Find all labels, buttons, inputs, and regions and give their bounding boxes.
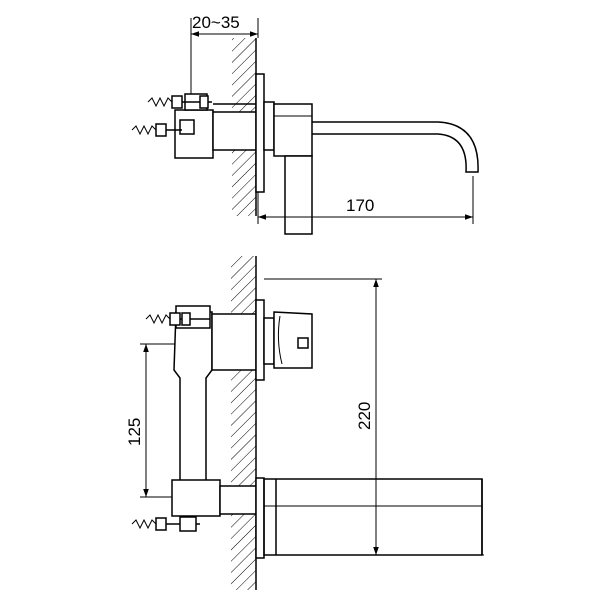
spout-bottom bbox=[263, 478, 483, 556]
wall-hatch-bottom bbox=[231, 256, 256, 590]
screw-icon-top-lower bbox=[131, 123, 182, 137]
mixer-body-top bbox=[263, 101, 313, 235]
screw-icon-bottom-upper bbox=[145, 312, 210, 326]
dim-label-total-height: 220 bbox=[355, 402, 374, 430]
top-view: 20~35 bbox=[131, 13, 479, 235]
cover-plate-top bbox=[255, 73, 265, 193]
handle-bottom bbox=[263, 311, 313, 369]
screw-icon-bottom-lower bbox=[131, 516, 200, 532]
bottom-view: 220 125 bbox=[125, 256, 484, 590]
cover-plate-bottom-lower bbox=[255, 477, 265, 559]
spout-top bbox=[312, 121, 479, 173]
dimension-wall-thickness: 20~35 bbox=[190, 13, 259, 102]
screw-icon-top-upper bbox=[147, 95, 212, 109]
cover-plate-bottom-upper bbox=[255, 299, 265, 381]
dim-label-inlet-spacing: 125 bbox=[125, 418, 144, 446]
dim-label-wall-thickness: 20~35 bbox=[192, 13, 240, 32]
dim-label-spout-length: 170 bbox=[346, 196, 374, 215]
dimension-spout-length: 170 bbox=[257, 176, 474, 224]
valve-body-top bbox=[174, 93, 257, 159]
